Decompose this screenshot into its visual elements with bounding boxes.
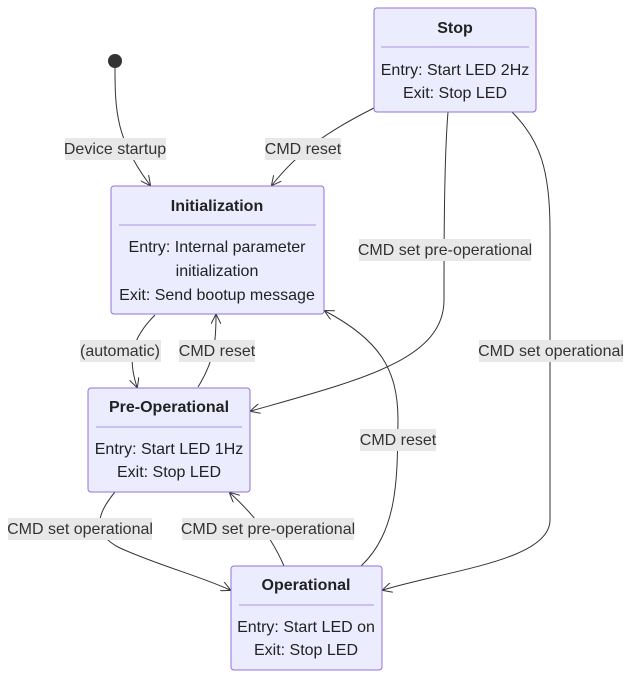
state-stop-exit: Exit: Stop LED: [403, 85, 507, 102]
state-pre-operational-title: Pre-Operational: [109, 399, 229, 416]
initial-state-dot: [108, 54, 122, 68]
label-op-set-preop-text: CMD set pre-operational: [181, 521, 355, 538]
state-initialization-entry-line2: initialization: [176, 263, 259, 280]
label-preop-set-op: CMD set operational: [7, 518, 153, 540]
label-stop-set-op-text: CMD set operational: [478, 343, 624, 360]
label-stop-cmd-reset-text: CMD reset: [265, 141, 342, 158]
label-op-cmd-reset-text: CMD reset: [360, 432, 437, 449]
edge-stop-to-op: [383, 111, 551, 590]
label-op-cmd-reset: CMD reset: [360, 429, 437, 451]
state-operational-title: Operational: [262, 577, 351, 594]
label-op-set-preop: CMD set pre-operational: [181, 518, 355, 540]
label-preop-set-op-text: CMD set operational: [7, 521, 153, 538]
state-stop-title: Stop: [437, 20, 473, 37]
label-stop-set-preop-text: CMD set pre-operational: [358, 242, 532, 259]
edge-preop-to-op: [99, 491, 230, 590]
label-preop-cmd-reset: CMD reset: [179, 340, 256, 362]
state-operational-exit: Exit: Stop LED: [254, 642, 358, 659]
label-device-startup: Device startup: [64, 138, 166, 160]
state-pre-operational-exit: Exit: Stop LED: [117, 464, 221, 481]
state-stop: Stop Entry: Start LED 2Hz Exit: Stop LED: [373, 7, 537, 113]
label-stop-cmd-reset: CMD reset: [265, 138, 342, 160]
label-preop-cmd-reset-text: CMD reset: [179, 343, 256, 360]
state-initialization: Initialization Entry: Internal parameter…: [110, 185, 325, 315]
state-pre-operational: Pre-Operational Entry: Start LED 1Hz Exi…: [87, 387, 251, 493]
label-automatic: (automatic): [80, 340, 161, 362]
label-stop-set-preop: CMD set pre-operational: [358, 239, 532, 261]
label-device-startup-text: Device startup: [64, 141, 166, 158]
state-initialization-title: Initialization: [171, 198, 263, 215]
state-initialization-exit: Exit: Send bootup message: [119, 287, 315, 304]
state-operational-entry: Entry: Start LED on: [237, 619, 375, 636]
edge-start-to-init: [114, 67, 150, 185]
state-initialization-entry-line1: Entry: Internal parameter: [129, 239, 307, 256]
edge-op-to-init: [325, 311, 399, 567]
label-stop-set-op: CMD set operational: [478, 340, 624, 362]
label-automatic-text: (automatic): [80, 343, 160, 360]
state-stop-entry: Entry: Start LED 2Hz: [381, 62, 530, 79]
state-operational: Operational Entry: Start LED on Exit: St…: [230, 565, 383, 671]
state-pre-operational-entry: Entry: Start LED 1Hz: [95, 441, 244, 458]
edge-stop-to-preop: [251, 111, 449, 411]
